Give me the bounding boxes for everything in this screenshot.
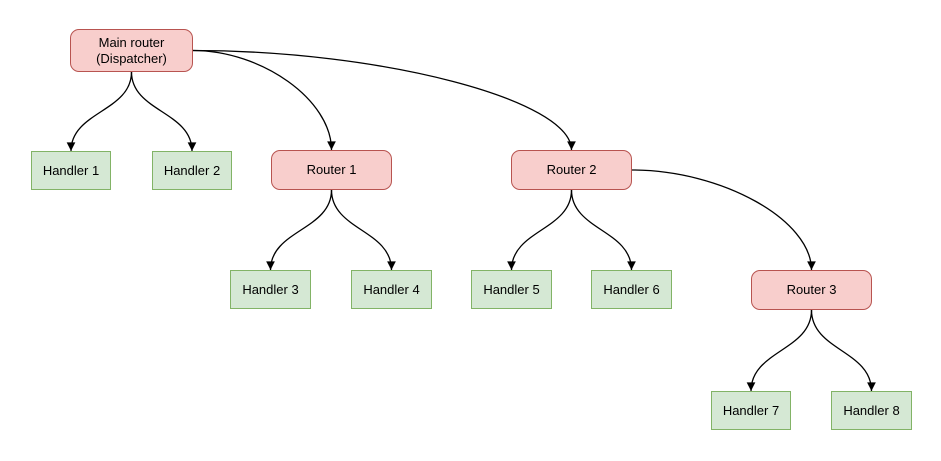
edge-router1-handler3 xyxy=(266,189,333,271)
node-handler-4: Handler 4 xyxy=(351,270,432,309)
node-label: Main router (Dispatcher) xyxy=(96,34,167,66)
edge-router2-handler5 xyxy=(507,189,573,271)
node-label: Handler 8 xyxy=(843,402,900,418)
edge-router2-handler6 xyxy=(570,189,636,271)
edge-router2-router3 xyxy=(631,169,816,271)
node-label: Handler 2 xyxy=(163,162,221,178)
node-router-2: Router 2 xyxy=(511,150,632,190)
edge-main-handler2 xyxy=(130,71,197,152)
node-label: Router 3 xyxy=(786,282,837,297)
node-label: Router 2 xyxy=(546,162,597,177)
node-label: Handler 7 xyxy=(722,402,780,418)
node-handler-7: Handler 7 xyxy=(711,391,791,430)
node-label: Handler 6 xyxy=(603,281,660,297)
node-handler-6: Handler 6 xyxy=(591,270,672,309)
node-handler-5: Handler 5 xyxy=(471,270,552,309)
node-handler-8: Handler 8 xyxy=(831,391,912,430)
edge-main-handler1 xyxy=(66,71,133,152)
node-handler-1: Handler 1 xyxy=(31,151,111,190)
node-router-3: Router 3 xyxy=(751,270,872,310)
node-label: Handler 4 xyxy=(363,281,420,297)
node-label: Router 1 xyxy=(306,162,357,177)
node-label: Handler 3 xyxy=(242,281,299,297)
node-router-1: Router 1 xyxy=(271,150,392,190)
edge-router1-handler4 xyxy=(330,189,396,271)
node-label: Handler 5 xyxy=(483,281,540,297)
edge-router3-handler7 xyxy=(746,309,813,392)
node-handler-2: Handler 2 xyxy=(152,151,232,190)
node-main-router: Main router (Dispatcher) xyxy=(70,29,193,72)
edge-main-router2 xyxy=(192,49,576,151)
edge-router3-handler8 xyxy=(810,309,876,392)
node-handler-3: Handler 3 xyxy=(230,270,311,309)
edge-main-router1 xyxy=(192,49,336,151)
node-label: Handler 1 xyxy=(42,162,100,178)
